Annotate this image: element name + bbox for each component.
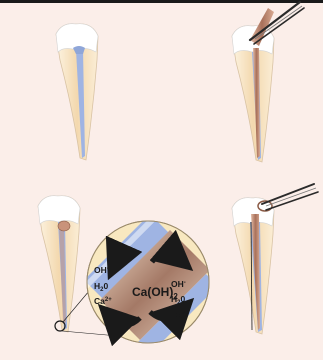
tooth-bottom-right (232, 198, 274, 334)
magnified-view: Ca(OH)2 OH- H20 Ca2+ OH- H20 Ca2+ (80, 214, 218, 355)
tooth-top-left (56, 24, 98, 160)
top-border (0, 0, 323, 3)
medicament-blob (58, 221, 70, 231)
ion-label-right-1: OH- (171, 279, 186, 289)
ion-label-left-1: OH- (94, 265, 109, 275)
enamel-crown (38, 196, 80, 224)
tooth-top-right (232, 8, 274, 162)
